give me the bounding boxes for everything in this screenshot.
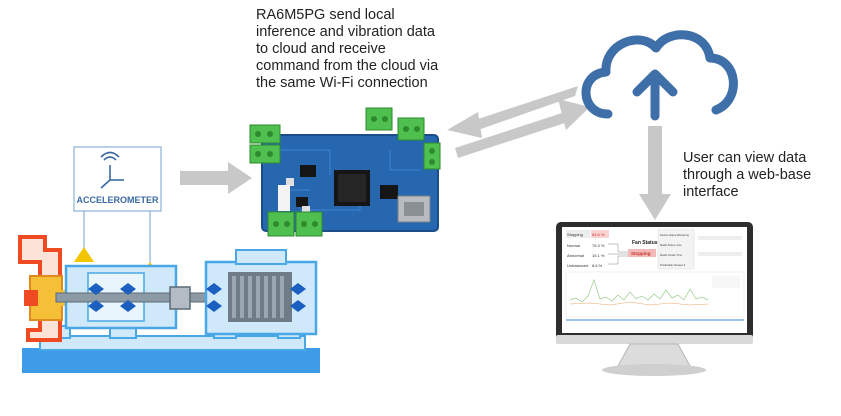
ra6m5-board xyxy=(249,107,441,237)
side-box-0: Device Status Monitoring xyxy=(660,233,689,237)
row-label: Normal xyxy=(567,243,580,248)
accelerometer-sensor: ACCELEROMETER xyxy=(73,146,162,212)
status-top-value: 84.6 % xyxy=(592,232,605,237)
dashboard-screen: Stopping 84.6 % Normal 76.3 % Abnormal 1… xyxy=(565,228,745,321)
board-caption-line: the same Wi-Fi connection xyxy=(256,75,428,91)
board-caption: RA6M5PG send local inference and vibrati… xyxy=(256,7,486,92)
axis-icon xyxy=(100,151,124,189)
web-caption-line: interface xyxy=(683,184,739,200)
status-top-label: Stopping xyxy=(567,232,583,237)
web-caption: User can view data through a web-base in… xyxy=(683,150,833,201)
arrow-sensor-to-board xyxy=(180,162,252,194)
web-caption-line: User can view data xyxy=(683,150,807,166)
row-value: 76.3 % xyxy=(592,243,605,248)
status-row-1: Abnormal 15.1 % xyxy=(567,253,605,258)
row-label: Unbalanced xyxy=(567,263,588,268)
row-value: 8.6 % xyxy=(592,263,603,268)
sensor-marker-left xyxy=(74,247,94,262)
board-caption-line: RA6M5PG send local xyxy=(256,7,395,23)
monitor: Stopping 84.6 % Normal 76.3 % Abnormal 1… xyxy=(556,222,753,376)
row-value: 15.1 % xyxy=(592,253,605,258)
status-row-0: Normal 76.3 % xyxy=(567,243,605,248)
fan-status-title: Fan Status xyxy=(632,240,658,246)
arrow-cloud-to-board xyxy=(447,86,578,138)
pump-motor-machine xyxy=(18,235,320,373)
board-caption-line: inference and vibration data xyxy=(256,24,435,40)
dashboard-chart-line xyxy=(569,278,709,303)
board-caption-line: command from the cloud via xyxy=(256,58,439,74)
cloud-icon xyxy=(581,30,738,121)
arrow-board-to-cloud xyxy=(455,99,590,158)
board-caption-line: to cloud and receive xyxy=(256,41,386,57)
side-box-1: Model Status none xyxy=(660,243,682,247)
row-label: Abnormal xyxy=(567,253,584,258)
status-row-2: Unbalanced 8.6 % xyxy=(567,263,603,268)
side-box-2: Model Create Time xyxy=(660,253,682,257)
sensor-label: ACCELEROMETER xyxy=(76,195,159,205)
arrow-cloud-to-monitor xyxy=(639,126,671,220)
web-caption-line: through a web-base xyxy=(683,167,812,183)
fan-status-value: Stopping xyxy=(631,251,651,256)
side-box-3: Predictable Classes 3 xyxy=(660,263,686,267)
